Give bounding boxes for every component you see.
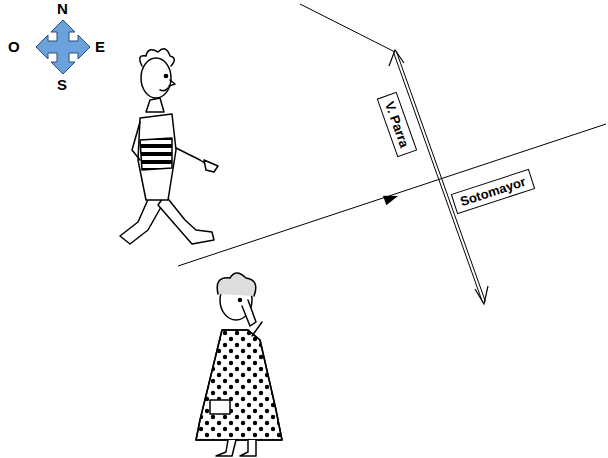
compass-letter: S [57,76,67,93]
v-parra-street [300,4,488,304]
street-name: Sotomayor [458,173,527,208]
woman-on-phone [196,273,282,456]
street-name: V. Parra [382,99,412,149]
compass-letter: N [57,0,68,17]
sotomayor-street [178,124,606,266]
compass-letter: E [95,38,105,55]
compass-rose [36,20,90,74]
walking-man [120,49,218,244]
compass-letter: O [8,38,20,55]
street-name-box: Sotomayor [451,168,535,213]
